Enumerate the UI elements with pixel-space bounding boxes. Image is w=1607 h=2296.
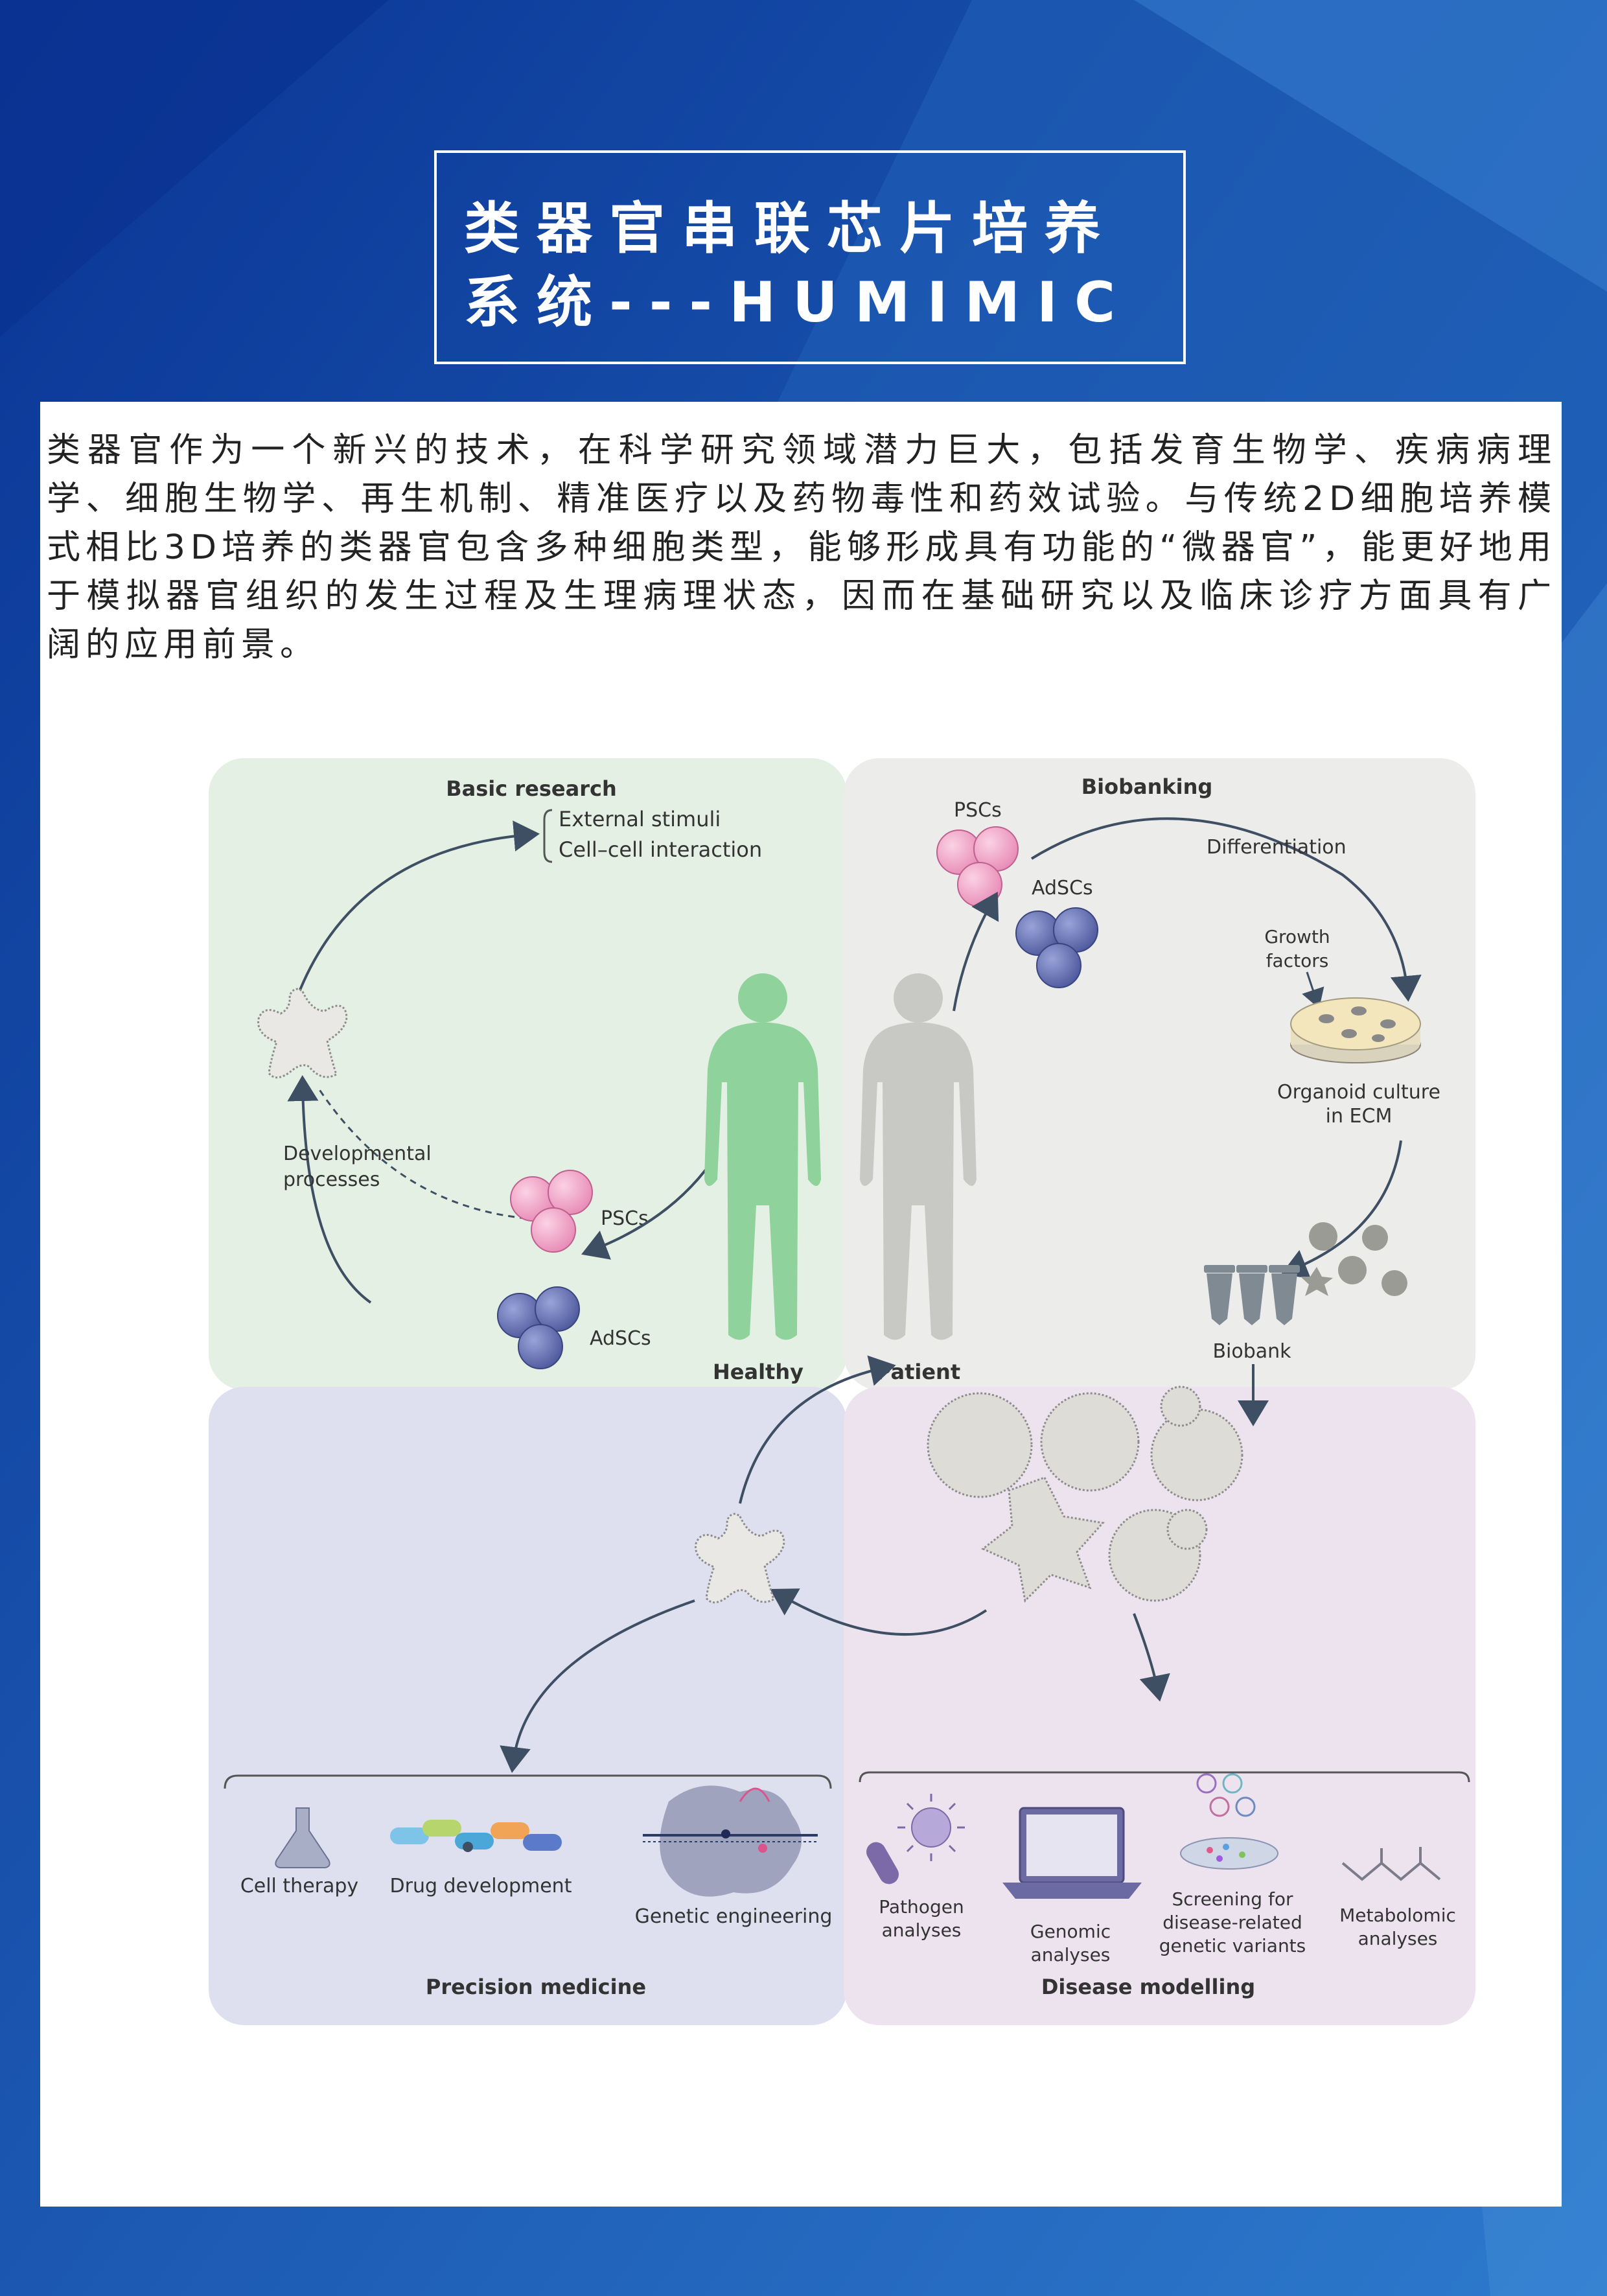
title-box: 类器官串联芯片培养 系统---HUMIMIC: [434, 150, 1186, 364]
disease-bracket: [859, 1771, 1470, 1783]
adscs-cells-icon-2: [1015, 907, 1098, 988]
basic-research-title: Basic research: [446, 776, 616, 801]
flask-icon: [275, 1807, 330, 1868]
screening-label-2: disease-related: [1162, 1912, 1302, 1933]
genetic-engineering-icon: [643, 1785, 818, 1897]
external-stimuli-label: External stimuli: [559, 807, 721, 831]
precision-medicine-panel: [209, 1387, 847, 2025]
pscs-cells-icon: [510, 1170, 593, 1253]
differentiation-arrow: [1030, 817, 1422, 1002]
pathogen-label-2: analyses: [882, 1919, 962, 1941]
culture-to-biobank-arrow: [1281, 1140, 1402, 1279]
pathogen-icon: [866, 1794, 965, 1884]
genomic-label-1: Genomic: [1030, 1921, 1111, 1942]
metabolomic-label-1: Metabolomic: [1339, 1905, 1456, 1926]
cycle-arrow-top: [298, 820, 540, 992]
organoid-to-star-arrow: [770, 1588, 988, 1636]
basic-research-panel: [209, 758, 847, 1390]
pscs-label-2: PSCs: [954, 799, 1002, 822]
disease-down-arrow: [1133, 1613, 1170, 1702]
healthy-label: Healthy: [713, 1360, 804, 1384]
adscs-label: AdSCs: [590, 1327, 651, 1350]
healthy-human-icon: [704, 973, 821, 1340]
laptop-icon: [1002, 1807, 1142, 1899]
precision-bracket: [224, 1774, 832, 1789]
drug-development-label: Drug development: [390, 1875, 572, 1897]
cell-interaction-label: Cell–cell interaction: [559, 837, 762, 862]
disease-modelling-title: Disease modelling: [1041, 1975, 1255, 1999]
organoid-culture-label-1: Organoid culture: [1277, 1081, 1440, 1104]
title-line-1: 类器官串联芯片培养: [464, 196, 1117, 261]
cell-therapy-label: Cell therapy: [240, 1875, 358, 1897]
screening-icon: [1180, 1773, 1278, 1870]
organoid-cluster-icon: [1301, 1222, 1407, 1296]
organoid-star-icon: [257, 988, 348, 1079]
petri-dish-icon: [1290, 997, 1421, 1063]
patient-label: Patient: [876, 1360, 960, 1384]
content-panel: 类器官作为一个新兴的技术，在科学研究领域潜力巨大，包括发育生物学、疾病病理学、细…: [40, 402, 1562, 2207]
drug-capsules-icon: [390, 1820, 562, 1852]
pathogen-label-1: Pathogen: [879, 1896, 964, 1918]
genetic-engineering-label: Genetic engineering: [635, 1905, 833, 1928]
differentiation-label: Differentiation: [1207, 836, 1347, 859]
developmental-label-1: Developmental: [283, 1142, 432, 1165]
adscs-cells-icon: [497, 1286, 580, 1369]
biobank-label: Biobank: [1212, 1340, 1291, 1363]
organoid-star-icon-2: [695, 1513, 785, 1604]
adscs-label-2: AdSCs: [1032, 877, 1093, 899]
screening-label-3: genetic variants: [1159, 1935, 1306, 1956]
star-to-patient-arrow: [739, 1355, 896, 1504]
biobank-tubes-icon: [1204, 1265, 1300, 1325]
title-line-2: 系统---HUMIMIC: [464, 270, 1133, 335]
organoid-culture-label-2: in ECM: [1326, 1105, 1393, 1128]
organoid-diagram: Basic research External stimuli Cell–cel…: [209, 758, 1475, 2025]
intro-paragraph: 类器官作为一个新兴的技术，在科学研究领域潜力巨大，包括发育生物学、疾病病理学、细…: [47, 431, 1556, 664]
growth-factors-label-1: Growth: [1264, 926, 1330, 947]
developmental-label-2: processes: [283, 1168, 380, 1191]
screening-label-1: Screening for: [1172, 1888, 1293, 1910]
precision-medicine-title: Precision medicine: [426, 1975, 646, 1999]
genomic-label-2: analyses: [1031, 1944, 1111, 1966]
growth-factors-label-2: factors: [1266, 950, 1329, 971]
cycle-arrow-left: [287, 1075, 372, 1304]
organoids-group-icon: [927, 1386, 1243, 1603]
patient-to-cells-arrow: [953, 892, 999, 1012]
patient-human-icon: [860, 973, 977, 1340]
star-to-precision-arrow: [500, 1599, 695, 1773]
metabolomic-label-2: analyses: [1358, 1928, 1438, 1949]
biobanking-title: Biobanking: [1081, 774, 1213, 799]
metabolomic-icon: [1341, 1847, 1441, 1881]
